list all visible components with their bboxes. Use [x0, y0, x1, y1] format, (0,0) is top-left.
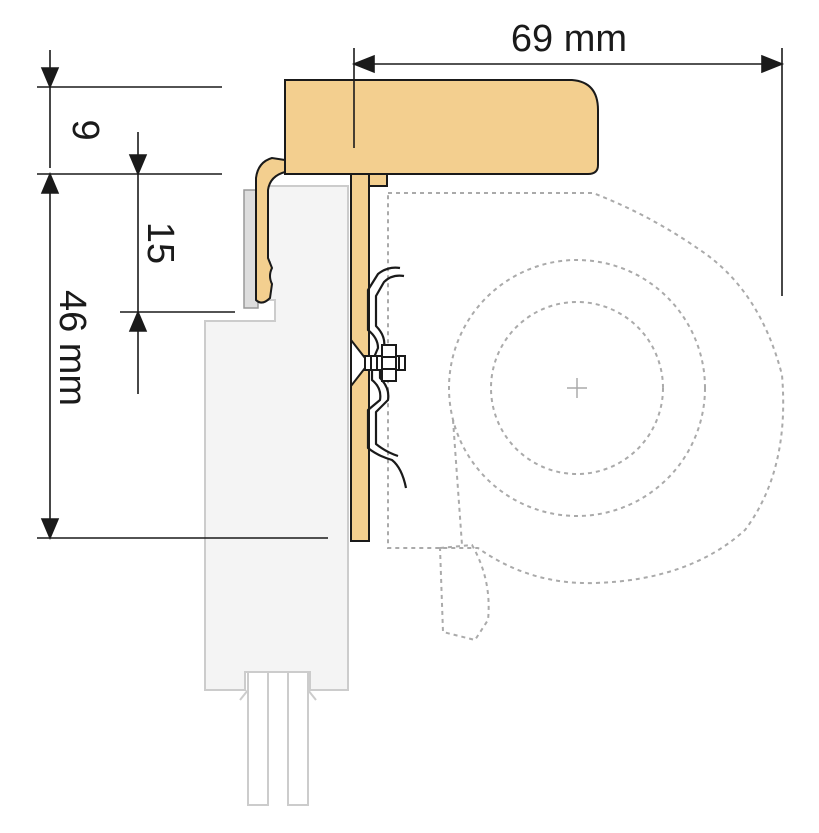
nut [381, 344, 397, 382]
roller-outer-circle [448, 259, 706, 517]
roller-inner-circle [490, 301, 664, 475]
roller-hanger-outline [452, 419, 463, 546]
dimension-label-mid-height: 15 [139, 222, 181, 264]
dimension-label-width: 69 mm [511, 18, 627, 60]
roller-blind-outline [387, 192, 785, 642]
glass-pane-right [287, 671, 309, 806]
dimension-label-total-height: 46 mm [51, 290, 93, 406]
cassette-housing-outline [387, 192, 785, 585]
dimension-lines [37, 48, 785, 541]
screw-assembly [350, 337, 406, 389]
wood-top-board [284, 79, 599, 175]
wood-strip-cap [368, 173, 388, 187]
wood-hook [255, 156, 286, 304]
window-frame-profile [204, 185, 349, 691]
roller-center-mark [567, 378, 587, 398]
glass-panes [239, 671, 317, 806]
dimension-label-top-height: 9 [64, 119, 106, 140]
bottom-bar-outline [438, 543, 490, 642]
glass-pane-left [247, 671, 269, 806]
